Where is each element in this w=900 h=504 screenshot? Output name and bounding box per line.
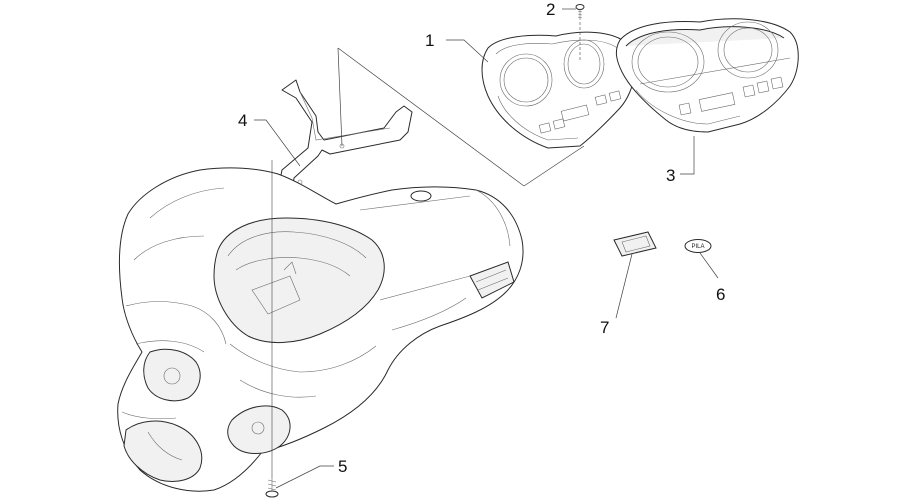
- part-5-screw: [265, 160, 279, 498]
- handlebar-cover-body: [117, 167, 524, 492]
- callout-1: 1: [425, 31, 434, 50]
- leader-lines: [254, 8, 719, 489]
- callout-7: 7: [600, 318, 609, 337]
- part-4-bracket: [279, 79, 413, 207]
- part-7-pad: [613, 231, 657, 257]
- callout-4: 4: [238, 111, 247, 130]
- callout-5: 5: [338, 457, 347, 476]
- callout-2: 2: [546, 0, 555, 19]
- callout-3: 3: [666, 166, 675, 185]
- callout-6: 6: [716, 285, 725, 304]
- badge-text: PILA: [691, 244, 704, 250]
- part-2-screw: [575, 4, 585, 60]
- part-6-badge: PILA: [684, 239, 712, 253]
- part-3-instrument-cluster: [615, 18, 799, 133]
- callout-labels: 1 2 3 4 5 6 7: [238, 0, 725, 476]
- part-1-instrument-cover: [481, 31, 636, 149]
- assembly-lines: [337, 47, 585, 187]
